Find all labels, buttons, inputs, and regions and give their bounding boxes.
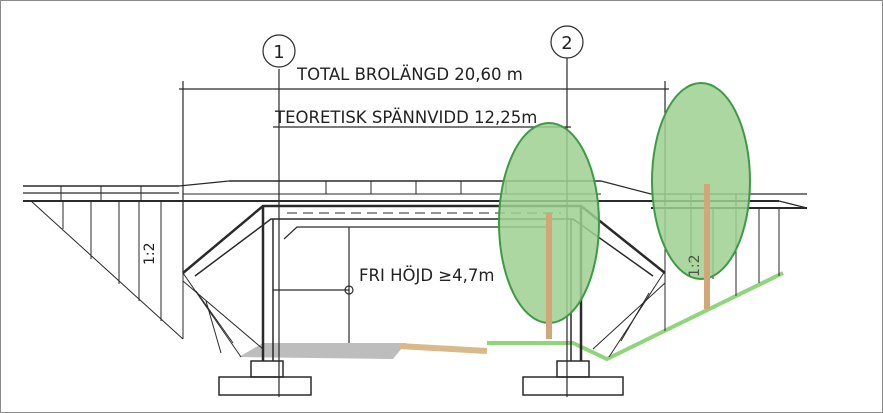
tree-right [651,82,751,309]
axis-label-2: 2 [561,33,572,54]
span-label: TEORETISK SPÄNNVIDD 12,25m [274,108,537,127]
dimension-lines [179,81,669,343]
brown-ground-strip [398,343,488,354]
clearance-label: FRI HÖJD ≥4,7m [359,266,494,285]
slope-label-right: 1:2 [687,254,703,277]
slope-label-left: 1:2 [142,242,158,265]
axis-label-1: 1 [273,42,284,63]
foundation-left [218,360,312,396]
total-length-label: TOTAL BROLÄNGD 20,60 m [296,65,523,84]
foundation-right [522,360,624,396]
grey-ground-surface [239,343,406,359]
green-ground-line [487,271,784,362]
left-embankment [30,200,264,358]
tree-left [498,122,600,339]
